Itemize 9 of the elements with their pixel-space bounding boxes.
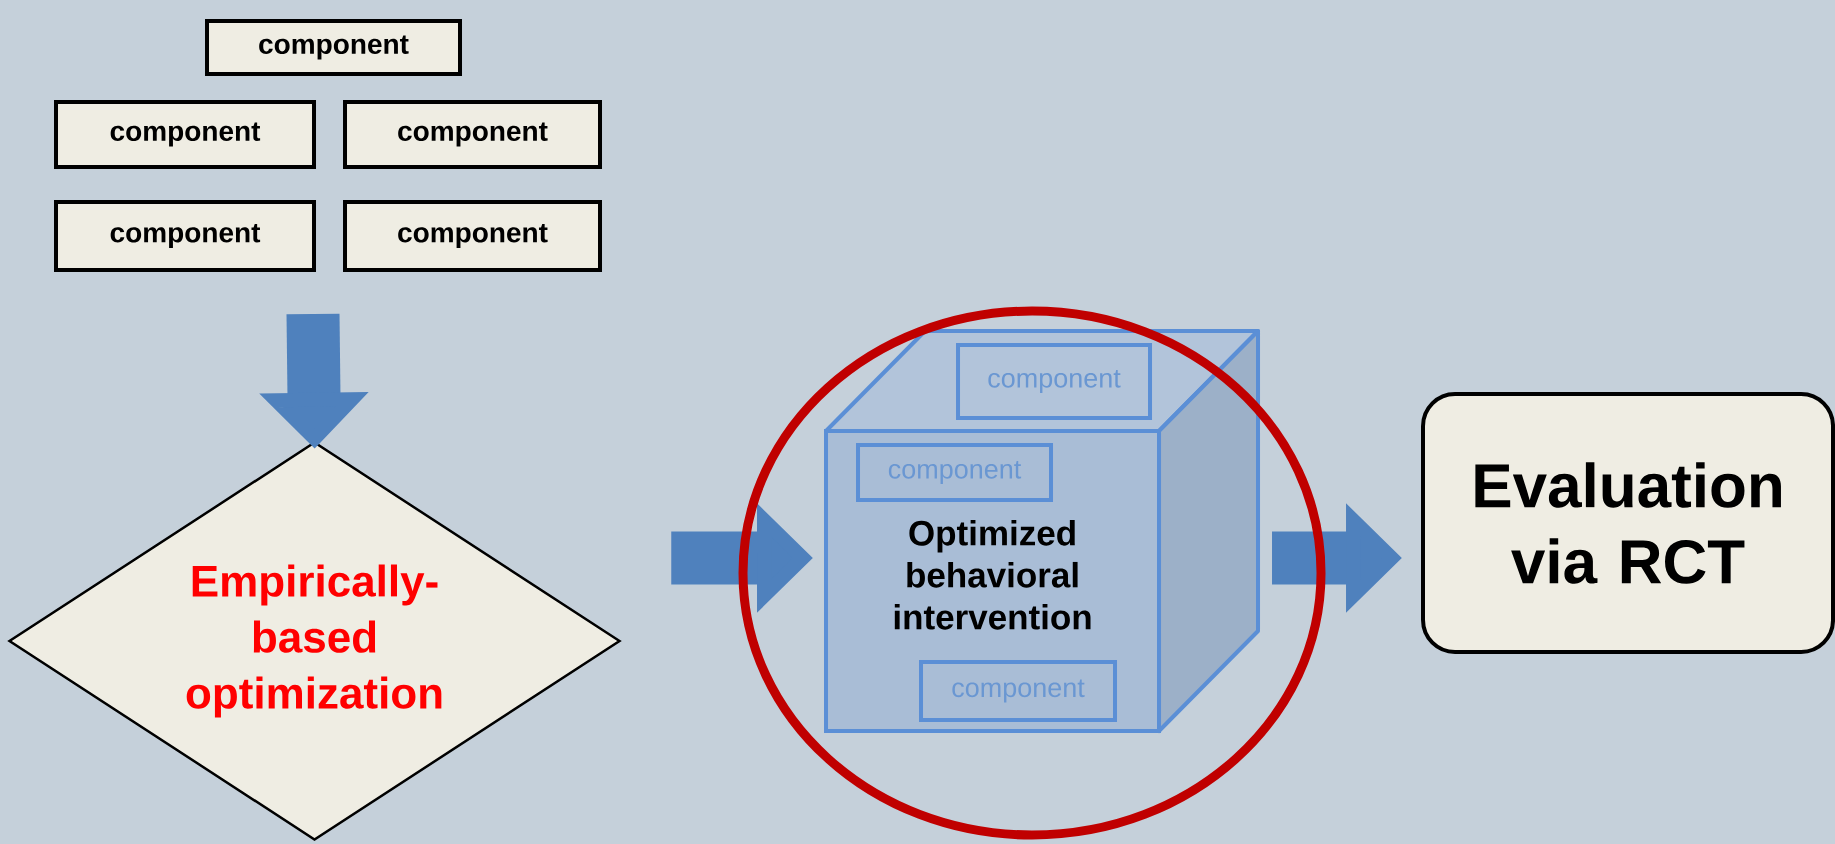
component-box: component: [54, 200, 316, 272]
component-box: component: [856, 443, 1053, 502]
component-box: component: [343, 100, 602, 169]
component-box: component: [343, 200, 602, 272]
component-box: component: [956, 343, 1152, 420]
component-box: component: [54, 100, 316, 169]
process-box: Evaluation via RCT: [1421, 392, 1835, 654]
component-box: component: [205, 19, 462, 76]
component-box: component: [919, 660, 1117, 722]
